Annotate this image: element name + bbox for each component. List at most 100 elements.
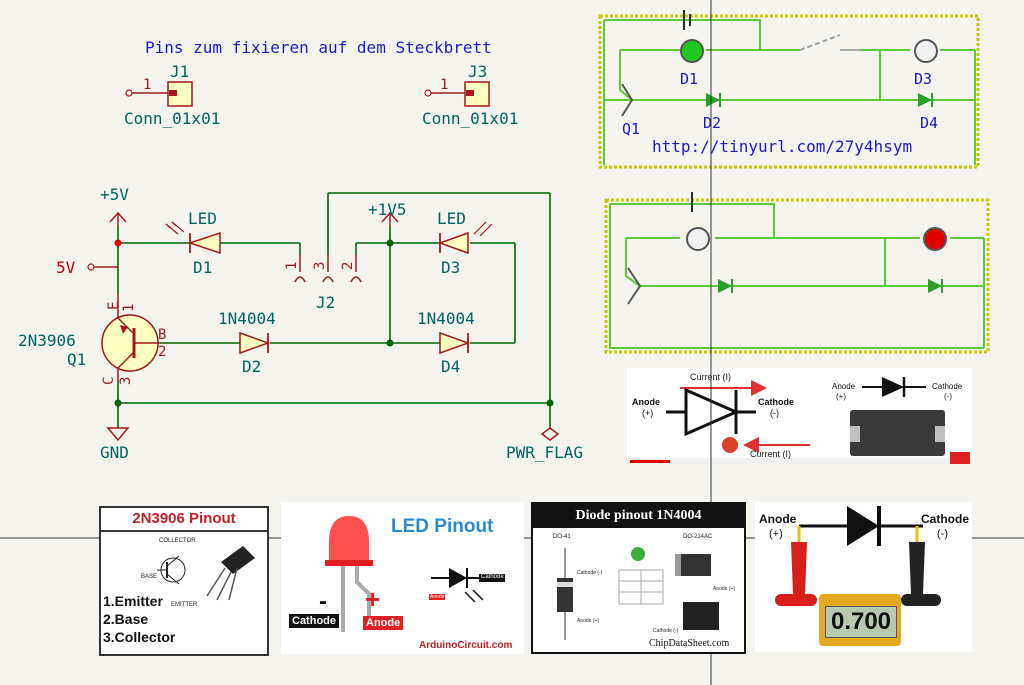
j1-value: Conn_01x01 (124, 109, 220, 128)
multimeter-panel: Anode (+) Cathode (-) 0.700 (755, 502, 972, 652)
anode-label: Anode (632, 397, 660, 407)
diode-d4[interactable]: 1N4004 D4 (417, 309, 475, 376)
q1-pin-e: E (106, 302, 122, 310)
j1-pin-number: 1 (143, 77, 151, 93)
diode-d2[interactable]: 1N4004 D2 (218, 309, 276, 376)
mm-display-reading: 0.700 (825, 606, 897, 638)
led-anode-label: Anode (363, 616, 404, 630)
bb-bottom-led-left (686, 227, 710, 251)
pinout-item-base: 2.Base (103, 611, 149, 627)
d2-value: 1N4004 (218, 309, 276, 328)
q1-pin2: 2 (158, 344, 166, 360)
led-pinout-panel: LED Pinout - + Cathode Anode Cathode Ano… (281, 502, 524, 654)
mm-anode-sign: (+) (769, 528, 783, 540)
led-plus: + (365, 584, 381, 614)
bb-top-label-d4: D4 (920, 114, 938, 132)
power-symbol-5v[interactable]: +5V (100, 185, 129, 226)
q1-ref: Q1 (67, 350, 86, 369)
breadboard-top[interactable]: D1 D3 Q1 D2 D4 http://tinyurl.com/27y4hs… (598, 10, 980, 169)
connector-j3[interactable]: 1 J3 Conn_01x01 (422, 62, 518, 128)
diode-cathode-label: Cathode (-) (577, 570, 603, 576)
led-d3[interactable]: LED D3 (437, 209, 493, 277)
led-illustration (325, 516, 505, 632)
do214-label: DO-214AC (683, 534, 713, 540)
mm-anode-label: Anode (759, 512, 797, 526)
wires (117, 192, 551, 428)
schematic-title: Pins zum fixieren auf dem Steckbrett (145, 38, 492, 57)
bb-top-led-d3 (914, 39, 938, 63)
mm-cathode-sign: (-) (937, 528, 948, 540)
power-symbol-1v5[interactable]: +1V5 (368, 200, 407, 226)
q1-pin3: 3 (118, 377, 134, 385)
breadboard-bottom[interactable] (604, 192, 990, 354)
pwr-flag-symbol[interactable]: PWR_FLAG (506, 427, 583, 462)
power-5v-label: +5V (100, 185, 129, 204)
j2-pin2: 2 (340, 262, 356, 270)
d3-ref: D3 (441, 258, 460, 277)
j3-pin-number: 1 (440, 77, 448, 93)
d1-value: LED (188, 209, 217, 228)
q1-pin-b: B (158, 327, 166, 343)
led-pinout-title: LED Pinout (391, 516, 494, 537)
pinout-2n3906-list: 1.Emitter 2.Base 3.Collector (103, 592, 175, 646)
bb-top-label-q1: Q1 (622, 120, 640, 138)
j2-pin1: 1 (284, 262, 300, 270)
junctions (114, 239, 554, 407)
diode-anode-label: Anode (+) (577, 618, 600, 624)
d2-ref: D2 (242, 357, 261, 376)
bb-top-label-d1: D1 (680, 70, 698, 88)
cathode-label: Cathode (758, 397, 794, 407)
bb-top-label-d2: D2 (703, 114, 721, 132)
collector-label: COLLECTOR (159, 538, 196, 544)
pwr-flag-label: PWR_FLAG (506, 443, 583, 462)
bb-top-led-d1 (680, 39, 704, 63)
j2-ref: J2 (316, 293, 335, 312)
connector-j2[interactable]: 1 3 2 J2 (284, 255, 362, 312)
diode-1n4004-title: Diode pinout 1N4004 (533, 504, 744, 528)
do41-label: DO-41 (553, 534, 571, 540)
base-label: BASE (141, 574, 158, 580)
bb-bottom-led-right (923, 227, 947, 251)
anode-sign: (+) (642, 408, 653, 418)
led-d1[interactable]: LED D1 (165, 209, 221, 277)
gnd-label: GND (100, 443, 129, 462)
d4-ref: D4 (441, 357, 460, 376)
small-cathode-sign: (-) (944, 392, 952, 401)
j1-ref: J1 (170, 62, 189, 81)
diode-1n4004-illustration (557, 547, 719, 640)
q1-pin-c: C (101, 377, 117, 385)
transistor-diagram (157, 546, 255, 601)
diode-anode-right: Anode (+) (713, 586, 736, 592)
diode-1n4004-credit: ChipDataSheet.com (649, 638, 730, 649)
led-small-cathode: Cathode (481, 574, 504, 580)
small-anode-sign: (+) (836, 392, 846, 401)
bb-top-url[interactable]: http://tinyurl.com/27y4hsym (652, 137, 912, 156)
pinout-item-collector: 3.Collector (103, 629, 176, 645)
pinout-2n3906-title: 2N3906 Pinout (101, 508, 267, 532)
q1-value: 2N3906 (18, 331, 76, 350)
led-credit: ArduinoCircuit.com (419, 640, 513, 651)
led-minus: - (319, 588, 327, 615)
emitter-label: EMITTER (171, 602, 198, 608)
d1-ref: D1 (193, 258, 212, 277)
connector-j1[interactable]: 1 J1 Conn_01x01 (124, 62, 220, 128)
diode-diagram-panel: Current (I) Anode (+) Cathode (-) Curren… (627, 368, 972, 464)
schematic: Pins zum fixieren auf dem Steckbrett 1 J… (18, 38, 583, 462)
pinout-item-emitter: 1.Emitter (103, 593, 163, 609)
mm-cathode-label: Cathode (921, 512, 969, 526)
bb-top-label-d3: D3 (914, 70, 932, 88)
net-label-5v[interactable]: 5V (56, 258, 118, 277)
diode-cathode-right: Cathode (-) (653, 628, 679, 634)
transistor-q1[interactable]: E 1 B 2 C 3 2N3906 Q1 (18, 294, 166, 385)
power-1v5-label: +1V5 (368, 200, 407, 219)
pinout-2n3906-panel: 2N3906 Pinout COLLECTOR BASE EMITTER 1.E… (99, 506, 269, 656)
j2-pin3: 3 (312, 262, 328, 270)
led-cathode-label: Cathode (289, 614, 339, 628)
j3-value: Conn_01x01 (422, 109, 518, 128)
j3-ref: J3 (468, 62, 487, 81)
gnd-symbol[interactable]: GND (100, 427, 130, 462)
q1-pin1: 1 (121, 304, 137, 312)
diode-1n4004-panel: Diode pinout 1N4004 DO-41 DO-214AC Catho… (531, 502, 746, 654)
led-small-anode: Anode (429, 594, 446, 600)
